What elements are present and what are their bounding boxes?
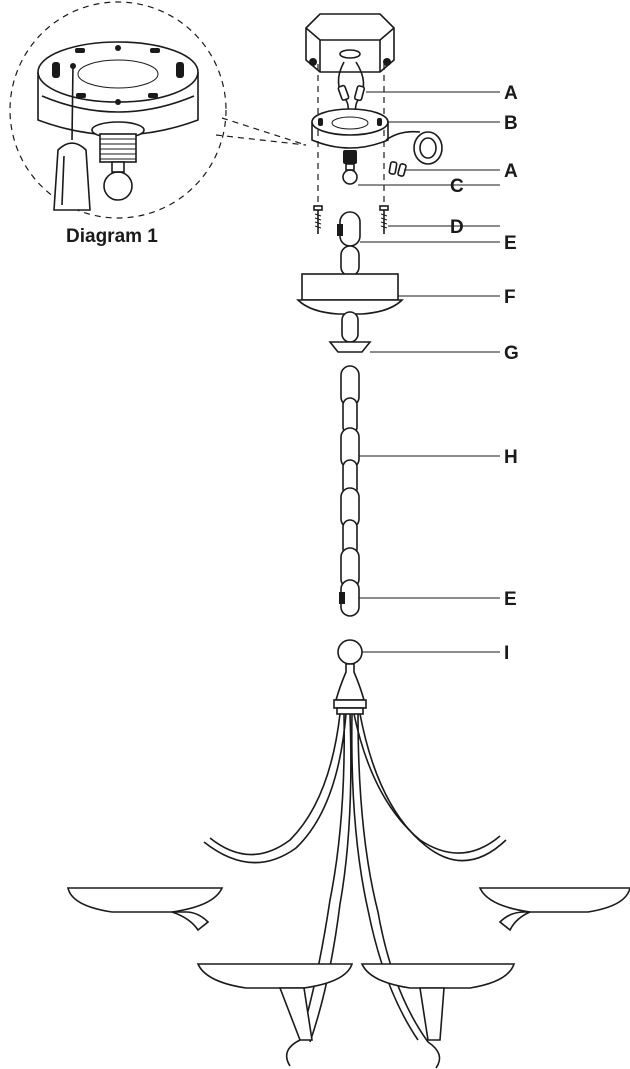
bowl-front-left	[196, 963, 354, 1041]
chain-link-under-canopy	[341, 311, 359, 343]
callout-D-screws: D	[450, 217, 464, 238]
canopy	[296, 273, 404, 315]
inset-loop	[103, 171, 133, 201]
inset-threaded-nipple	[91, 121, 145, 201]
mounting-screw-left	[313, 205, 323, 234]
ground-wire	[385, 130, 443, 177]
callout-leaders	[358, 91, 500, 653]
inset-detail: Diagram 1	[9, 1, 307, 247]
callout-B-mounting-plate: B	[504, 113, 518, 134]
junction-box	[305, 13, 395, 73]
fixture-loop	[333, 639, 367, 715]
callout-labels: A B A C D E F G H E I	[450, 83, 519, 664]
bowl-front-right	[360, 963, 516, 1041]
callout-I-fixture-loop: I	[504, 643, 509, 664]
mounting-screw-right	[379, 205, 389, 234]
callout-E-quick-link: E	[504, 233, 517, 254]
bowl-left	[67, 887, 224, 932]
callout-F-canopy: F	[504, 287, 516, 308]
callout-C-loop: C	[450, 176, 464, 197]
nipple-and-loop	[342, 150, 358, 185]
chain-collar	[328, 341, 372, 353]
callout-G-collar: G	[504, 343, 519, 364]
mounting-plate	[311, 108, 389, 149]
inset-dashed-circle	[9, 1, 227, 219]
inset-leader-line-top	[215, 134, 307, 146]
callout-A-wire-connectors: A	[504, 83, 518, 104]
inset-leader-line-bottom	[221, 117, 307, 146]
fixture-arms	[203, 713, 507, 1069]
quick-link-bottom	[339, 579, 360, 617]
quick-link-top	[337, 211, 361, 247]
chain-link-top	[340, 245, 360, 277]
callout-H-chain: H	[504, 447, 518, 468]
chain	[340, 365, 360, 589]
callout-E-quick-link-2: E	[504, 589, 517, 610]
inset-mounting-plate	[37, 41, 199, 136]
bowl-right	[478, 887, 630, 932]
inset-screwdriver	[53, 63, 91, 211]
inset-caption: Diagram 1	[66, 226, 158, 247]
callout-A-wire-connectors-2: A	[504, 161, 518, 182]
